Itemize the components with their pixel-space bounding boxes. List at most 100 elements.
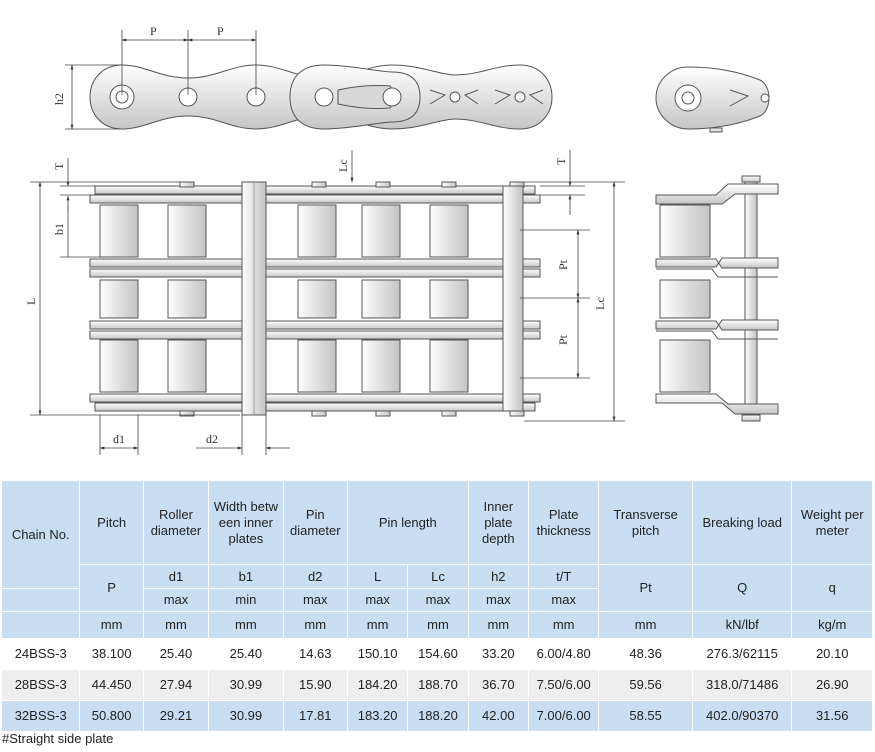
table-cell: 36.70 [467, 669, 529, 701]
table-cell: 25.40 [142, 638, 210, 670]
header-transverse-pitch: Transverse pitch [598, 480, 693, 565]
table-cell: 30.99 [208, 669, 284, 701]
table-cell: 154.60 [407, 638, 469, 670]
table-cell: 30.99 [208, 700, 284, 732]
table-cell: 59.56 [598, 669, 693, 701]
table-cell: 17.81 [282, 700, 348, 732]
limit-d2: max [282, 588, 348, 612]
empty-cell [0, 588, 81, 612]
symbol-h2: h2 [467, 564, 529, 589]
footnote: #Straight side plate [2, 731, 114, 746]
unit-lc: mm [407, 611, 469, 639]
limit-b1: min [208, 588, 284, 612]
table-cell: 276.3/62115 [691, 638, 793, 670]
table-cell: 20.10 [791, 638, 873, 670]
table-cell: 44.450 [79, 669, 144, 701]
dim-label-pt1: Pt [556, 259, 570, 270]
table-cell: 402.0/90370 [691, 700, 793, 732]
unit-q-small: kg/m [791, 611, 873, 639]
limit-h2: max [467, 588, 529, 612]
symbol-q-small: q [791, 564, 873, 612]
table-cell: 25.40 [208, 638, 284, 670]
dim-label-h2: h2 [52, 93, 66, 105]
table-cell: 58.55 [598, 700, 693, 732]
table-cell: 31.56 [791, 700, 873, 732]
symbol-p: P [79, 564, 144, 612]
symbol-lc: Lc [407, 564, 469, 589]
symbol-d2: d2 [282, 564, 348, 589]
table-cell: 188.20 [407, 700, 469, 732]
table-cell: 184.20 [346, 669, 409, 701]
dim-label-lc-right: Lc [593, 297, 607, 310]
dim-label-lc-top: Lc [336, 159, 350, 172]
limit-tt: max [527, 588, 600, 612]
chain-drawing: P P h2 T b1 L Lc T Pt Pt Lc d1 d2 [24, 24, 779, 455]
header-chain-no: Chain No. [0, 480, 81, 589]
unit-h2: mm [467, 611, 529, 639]
table-cell: 14.63 [282, 638, 348, 670]
limit-d1: max [142, 588, 210, 612]
table-row: 28BSS-3 44.450 27.94 30.99 15.90 184.20 … [0, 669, 873, 701]
limit-lc: max [407, 588, 469, 612]
table-cell: 27.94 [142, 669, 210, 701]
header-roller-diameter: Roller diameter [142, 480, 210, 565]
chain-end-view [655, 66, 770, 133]
table-cell: 183.20 [346, 700, 409, 732]
symbol-l: L [346, 564, 409, 589]
table-cell: 48.36 [598, 638, 693, 670]
table-cell: 150.10 [346, 638, 409, 670]
table-cell: 24BSS-3 [0, 638, 81, 670]
dim-label-t-right: T [554, 157, 568, 165]
header-breaking-load: Breaking load [691, 480, 793, 565]
table-cell: 318.0/71486 [691, 669, 793, 701]
dim-label-t-left: T [52, 162, 66, 170]
dim-label-pt2: Pt [556, 334, 570, 345]
table-row: 32BSS-3 50.800 29.21 30.99 17.81 183.20 … [0, 700, 873, 732]
table-cell: 28BSS-3 [0, 669, 81, 701]
unit-d2: mm [282, 611, 348, 639]
chain-spec-table: Chain No. Pitch Roller diameter Width be… [0, 480, 873, 732]
dim-label-p2: P [217, 24, 224, 38]
symbol-b1: b1 [208, 564, 284, 589]
header-width-between-inner-plates: Width betw een inner plates [208, 480, 284, 565]
table-cell: 26.90 [791, 669, 873, 701]
header-inner-plate-depth: Inner plate depth [467, 480, 529, 565]
chain-side-view [89, 64, 553, 130]
table-cell: 32BSS-3 [0, 700, 81, 732]
limit-l: max [346, 588, 409, 612]
table-cell: 6.00/4.80 [527, 638, 600, 670]
table-cell: 15.90 [282, 669, 348, 701]
header-weight-per-meter: Weight per meter [791, 480, 873, 565]
unit-d1: mm [142, 611, 210, 639]
dim-label-b1: b1 [52, 223, 66, 235]
unit-tt: mm [527, 611, 600, 639]
table-cell: 50.800 [79, 700, 144, 732]
header-pitch: Pitch [79, 480, 144, 565]
unit-p: mm [79, 611, 144, 639]
symbol-q: Q [691, 564, 793, 612]
table-cell: 188.70 [407, 669, 469, 701]
symbol-pt: Pt [598, 564, 693, 612]
table-cell: 33.20 [467, 638, 529, 670]
chain-plan-view [89, 181, 541, 417]
dim-label-l: L [24, 298, 38, 305]
unit-l: mm [346, 611, 409, 639]
table-cell: 38.100 [79, 638, 144, 670]
table-cell: 29.21 [142, 700, 210, 732]
table-cell: 7.50/6.00 [527, 669, 600, 701]
dim-label-d2: d2 [206, 432, 218, 446]
empty-cell [0, 611, 81, 639]
dim-label-p1: P [150, 24, 157, 38]
table-row: 24BSS-3 38.100 25.40 25.40 14.63 150.10 … [0, 638, 873, 670]
header-pin-length: Pin length [346, 480, 469, 565]
header-plate-thickness: Plate thickness [527, 480, 600, 565]
table-cell: 7.00/6.00 [527, 700, 600, 732]
unit-b1: mm [208, 611, 284, 639]
unit-pt: mm [598, 611, 693, 639]
table-cell: 42.00 [467, 700, 529, 732]
chain-end-plan-view [655, 175, 779, 422]
dim-label-d1: d1 [113, 432, 125, 446]
symbol-tt: t/T [527, 564, 600, 589]
unit-q: kN/lbf [691, 611, 793, 639]
symbol-d1: d1 [142, 564, 210, 589]
